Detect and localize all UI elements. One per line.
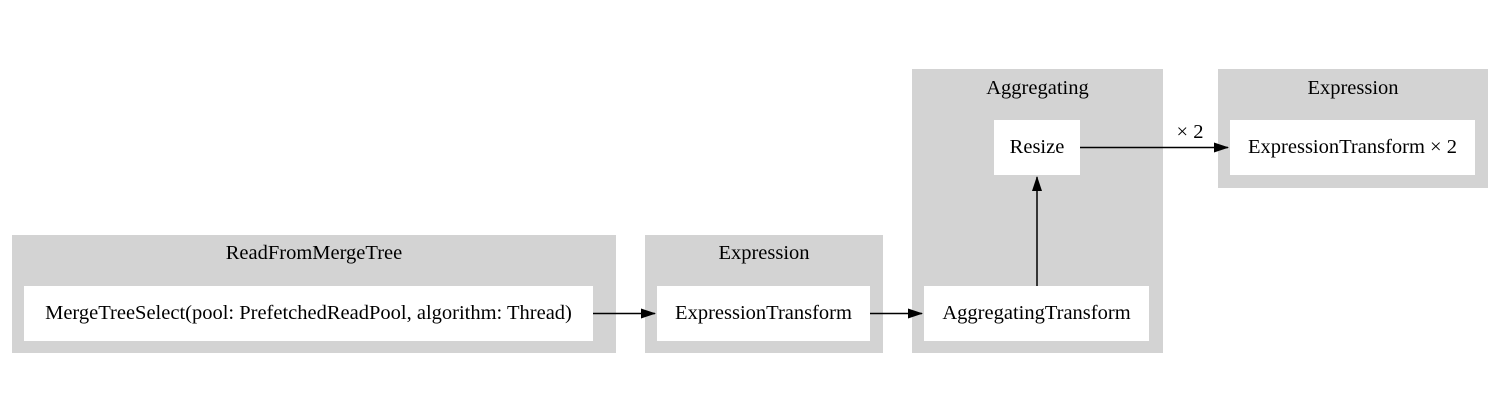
edge-label-x2: × 2 xyxy=(1176,121,1204,143)
node-expressiontransform: ExpressionTransform xyxy=(657,286,870,341)
node-expressiontransform-x2: ExpressionTransform × 2 xyxy=(1230,120,1475,175)
cluster-title-readfrommergetree: ReadFromMergeTree xyxy=(225,242,403,264)
cluster-title-expression-1: Expression xyxy=(718,242,810,264)
cluster-title-aggregating: Aggregating xyxy=(986,77,1089,99)
node-aggregatingtransform: AggregatingTransform xyxy=(924,286,1149,341)
cluster-title-expression-2: Expression xyxy=(1307,77,1399,99)
node-mergetreeselect: MergeTreeSelect(pool: PrefetchedReadPool… xyxy=(24,286,593,341)
node-resize: Resize xyxy=(994,120,1080,175)
